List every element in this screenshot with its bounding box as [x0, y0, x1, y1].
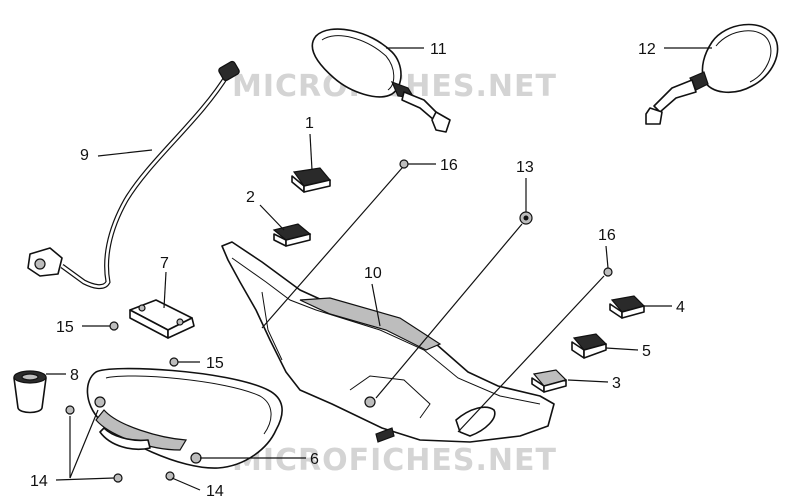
speedometer-cable: [27, 60, 240, 290]
label-14-left: 14: [30, 473, 48, 490]
switch-part-1: [291, 167, 332, 193]
leader-lines: [46, 47, 712, 491]
instrument-panel: [86, 367, 283, 469]
label-7: 7: [160, 255, 169, 272]
switch-part-4: [609, 295, 646, 319]
screw-16-right: [603, 267, 613, 277]
right-mirror: [645, 23, 779, 125]
label-12: 12: [638, 41, 656, 58]
label-14-right: 14: [206, 483, 224, 500]
screw-14-top: [65, 405, 75, 415]
switch-part-5: [571, 333, 608, 359]
label-16-top: 16: [440, 157, 458, 174]
switch-part-2: [272, 223, 312, 247]
label-5: 5: [642, 343, 651, 360]
label-16-right: 16: [598, 227, 616, 244]
bracket: [129, 299, 195, 339]
label-10: 10: [364, 265, 382, 282]
label-3: 3: [612, 375, 621, 392]
screw-14-bottom: [113, 473, 123, 483]
label-9: 9: [80, 147, 89, 164]
screw-15-left: [109, 321, 119, 331]
cap-holder: [13, 370, 47, 414]
screw-15-right: [169, 357, 179, 367]
label-2: 2: [246, 189, 255, 206]
label-8: 8: [70, 367, 79, 384]
screw-16-left: [399, 159, 409, 169]
label-6: 6: [310, 451, 319, 468]
nut-part-13: [519, 211, 533, 225]
label-13: 13: [516, 159, 534, 176]
label-4: 4: [676, 299, 685, 316]
label-15-left: 15: [56, 319, 74, 336]
left-mirror: [311, 28, 451, 133]
switch-part-3: [531, 369, 568, 393]
handlebar-cover: [221, 241, 555, 443]
label-15-right: 15: [206, 355, 224, 372]
label-1: 1: [305, 115, 314, 132]
watermark-bottom: MICROFICHES.NET: [232, 443, 557, 478]
label-11: 11: [430, 41, 447, 58]
